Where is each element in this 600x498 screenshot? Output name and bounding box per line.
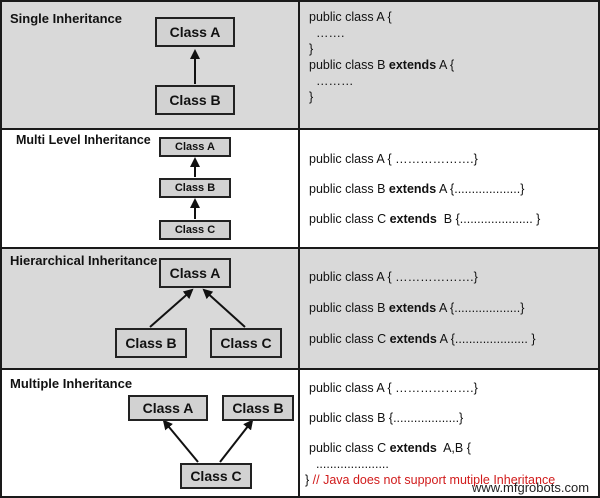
title-single-inheritance: Single Inheritance — [10, 11, 122, 26]
extends-keyword: extends — [389, 332, 437, 346]
code-text: public class B — [309, 301, 389, 315]
single-code-line-1: public class A { — [309, 10, 392, 24]
arrow-hier-c-to-a — [202, 288, 246, 328]
code-text: public class C — [309, 212, 390, 226]
hier-class-c-box: Class C — [210, 328, 282, 358]
code-text: } — [305, 473, 313, 487]
multilevel-class-c-box: Class C — [159, 220, 231, 240]
hier-class-b-box: Class B — [115, 328, 187, 358]
code-text: public class C — [309, 332, 390, 346]
java-comment: // Java does not support mutiple Inherit… — [312, 473, 556, 487]
single-code-line-4: public class B extends A { — [309, 58, 454, 72]
hier-class-a-box: Class A — [159, 258, 231, 288]
multiple-code-line-2: public class B {...................} — [309, 411, 464, 425]
row-single-bg — [0, 0, 600, 129]
multilevel-class-a-box: Class A — [159, 137, 231, 157]
row-hierarchical-bg — [0, 248, 600, 369]
column-divider — [298, 0, 300, 498]
hier-code-line-2: public class B extends A {..............… — [309, 301, 524, 315]
single-code-line-3: } — [309, 42, 314, 56]
single-code-line-2: ……. — [309, 26, 345, 40]
single-class-b-box: Class B — [155, 85, 235, 115]
multiple-code-line-3: public class C extends A,B { — [309, 441, 471, 455]
code-text: public class B — [309, 182, 389, 196]
extends-keyword: extends — [389, 212, 437, 226]
multiple-code-line-5: } // Java does not support mutiple Inher… — [305, 473, 555, 487]
title-multilevel-inheritance: Multi Level Inheritance — [16, 133, 151, 147]
code-text: public class C — [309, 441, 390, 455]
watermark: www.mfgrobots.com — [472, 480, 590, 495]
single-code-line-6: } — [309, 90, 314, 104]
multilevel-code-line-3: public class C extends B {..............… — [309, 212, 540, 226]
code-text: B {..................... } — [436, 212, 541, 226]
arrow-multiple-c-to-b — [219, 419, 254, 463]
multilevel-code-line-2: public class B extends A {..............… — [309, 182, 524, 196]
row-divider-2 — [0, 247, 600, 249]
single-code-line-5: ……… — [309, 74, 354, 88]
arrow-multiple-c-to-a — [162, 419, 199, 463]
code-text: A,B { — [436, 441, 471, 455]
single-class-a-box: Class A — [155, 17, 235, 47]
multiple-class-b-box: Class B — [222, 395, 294, 421]
extends-keyword: extends — [388, 58, 437, 72]
multiple-code-line-4: ..................... — [309, 457, 389, 471]
hier-code-line-3: public class C extends A {..............… — [309, 332, 536, 346]
code-text: A { — [436, 58, 455, 72]
border-right — [598, 0, 600, 498]
row-divider-3 — [0, 368, 600, 370]
multiple-class-c-box: Class C — [180, 463, 252, 489]
code-text: A {..................... } — [436, 332, 536, 346]
multiple-class-a-box: Class A — [128, 395, 208, 421]
multiple-code-line-1: public class A { ……………….} — [309, 381, 478, 395]
row-multiple-bg — [0, 369, 600, 498]
code-text: public class B — [309, 58, 389, 72]
multilevel-code-line-1: public class A { ……………….} — [309, 152, 478, 166]
extends-keyword: extends — [388, 182, 437, 196]
border-left — [0, 0, 2, 498]
code-text: A {...................} — [436, 182, 525, 196]
title-multiple-inheritance: Multiple Inheritance — [10, 376, 133, 391]
border-top — [0, 0, 600, 2]
multilevel-class-b-box: Class B — [159, 178, 231, 198]
row-divider-1 — [0, 128, 600, 130]
code-text: A {...................} — [436, 301, 525, 315]
row-multilevel-bg — [0, 129, 600, 248]
title-hierarchical-inheritance: Hierarchical Inheritance — [10, 253, 158, 268]
extends-keyword: extends — [389, 441, 437, 455]
hier-code-line-1: public class A { ……………….} — [309, 270, 478, 284]
border-bottom — [0, 496, 600, 498]
arrow-hier-b-to-a — [149, 288, 194, 328]
extends-keyword: extends — [388, 301, 437, 315]
